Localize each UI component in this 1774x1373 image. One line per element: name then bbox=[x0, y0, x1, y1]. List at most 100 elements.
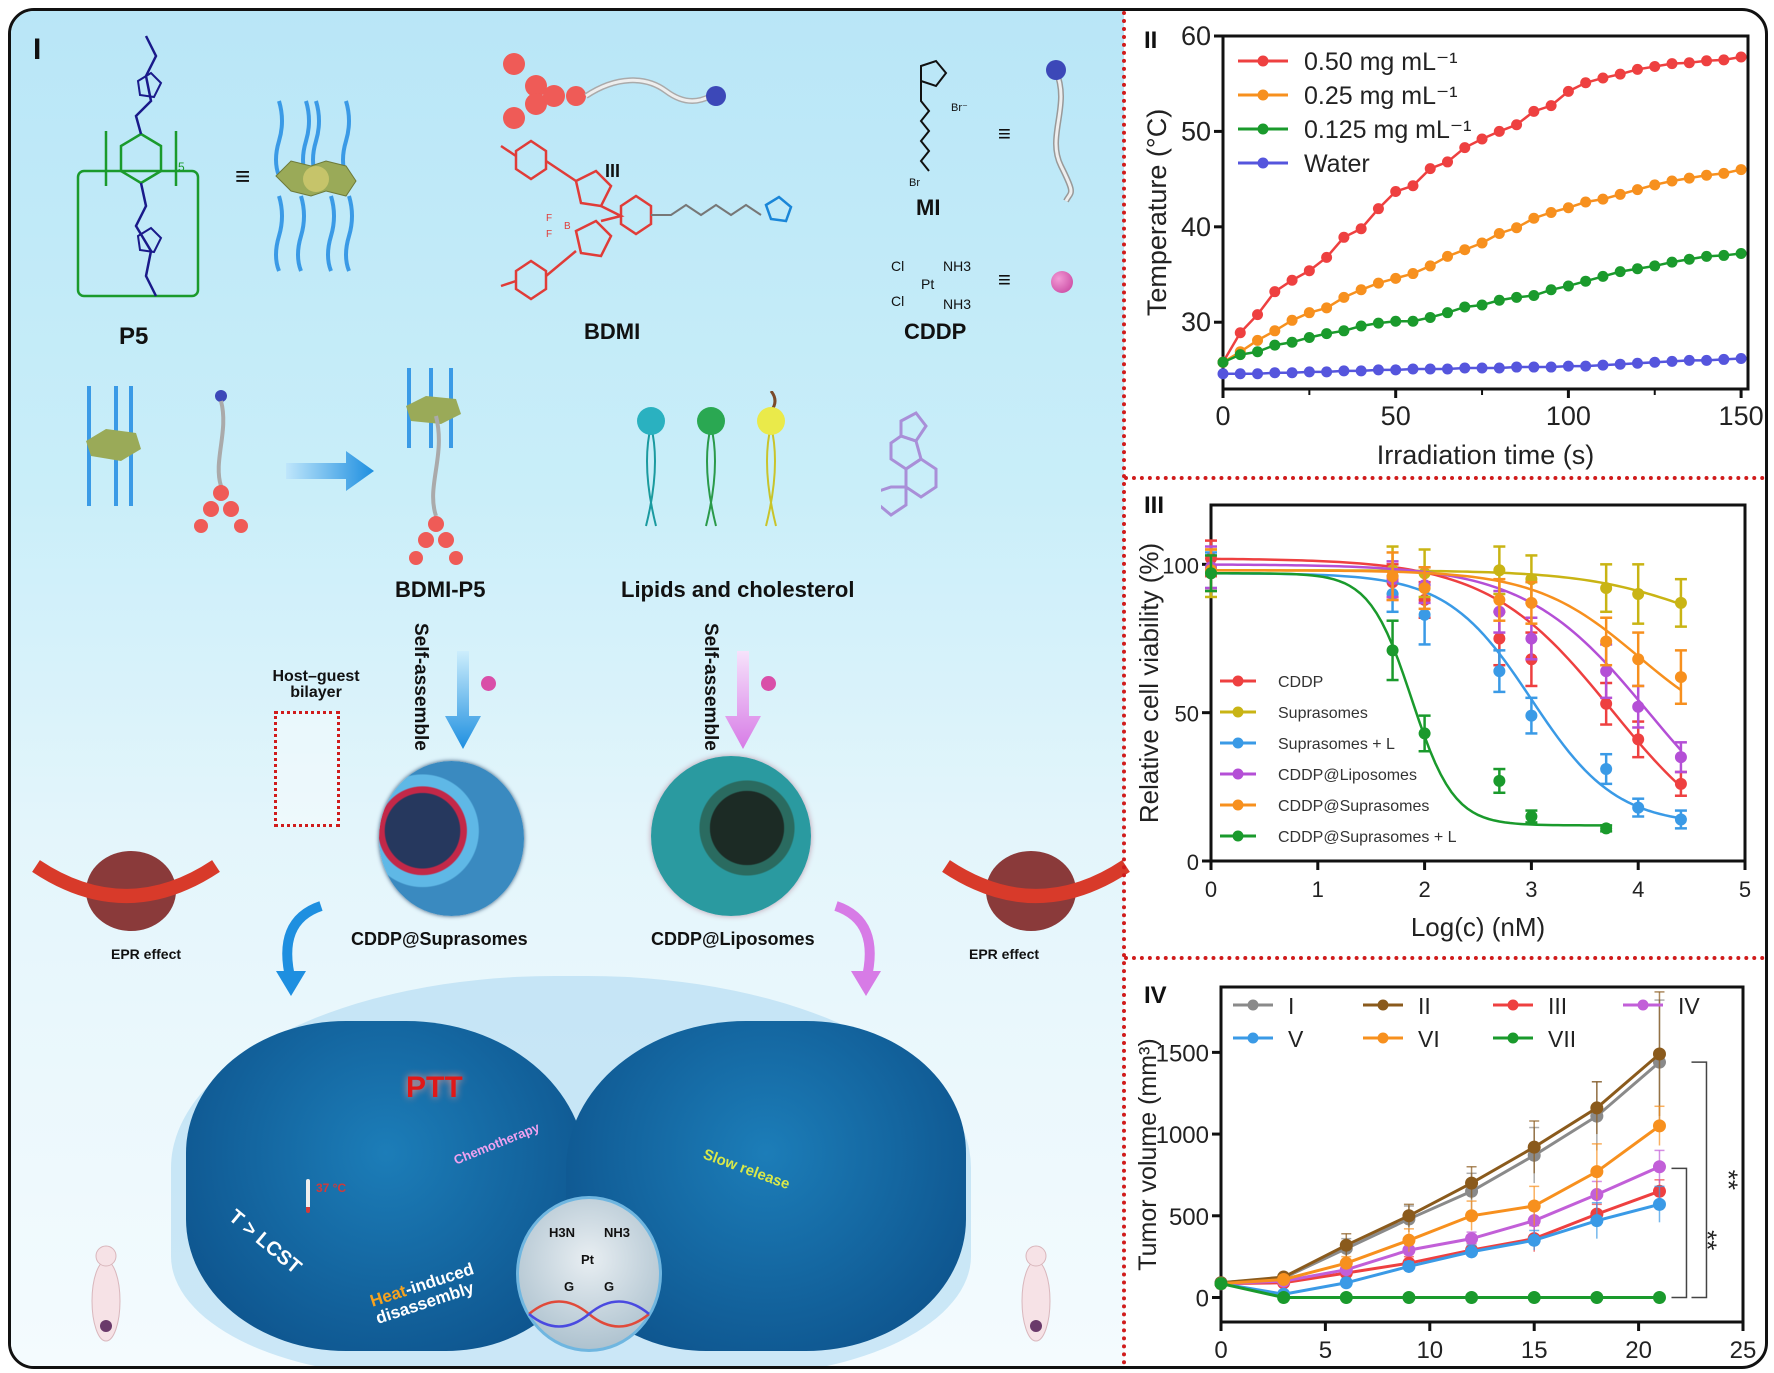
data-point bbox=[1493, 774, 1506, 787]
data-point bbox=[1735, 248, 1747, 260]
data-point bbox=[1590, 1290, 1604, 1304]
legend-label: III bbox=[1548, 993, 1567, 1019]
data-point bbox=[1600, 822, 1613, 835]
data-point bbox=[1372, 364, 1384, 376]
legend-label: IV bbox=[1678, 993, 1700, 1019]
x-tick-label: 5 bbox=[1319, 1337, 1332, 1364]
svg-text:Br: Br bbox=[909, 177, 920, 189]
cddp-dot-icon bbox=[761, 676, 776, 691]
data-point bbox=[1321, 251, 1333, 263]
data-point bbox=[1614, 266, 1626, 278]
panel-label-i: I bbox=[33, 33, 42, 66]
legend-label: CDDP@Liposomes bbox=[1278, 767, 1417, 784]
data-point bbox=[1683, 253, 1695, 265]
svg-text:NH3: NH3 bbox=[943, 296, 971, 312]
mi-cartoon bbox=[1046, 60, 1074, 203]
panel-divider-ii-iii bbox=[1124, 476, 1765, 480]
data-point bbox=[1277, 1290, 1291, 1304]
data-point bbox=[1459, 244, 1471, 256]
data-point bbox=[1386, 570, 1399, 583]
data-point bbox=[1493, 362, 1505, 374]
y-tick-label: 50 bbox=[1181, 116, 1211, 146]
y-tick-label: 0 bbox=[1187, 850, 1199, 875]
x-tick-label: 2 bbox=[1418, 877, 1430, 902]
data-point bbox=[1666, 256, 1678, 268]
data-point bbox=[1372, 317, 1384, 329]
panel-label-ii: II bbox=[1144, 27, 1158, 54]
data-point bbox=[1597, 270, 1609, 282]
data-point bbox=[1597, 193, 1609, 205]
data-point bbox=[1649, 179, 1661, 191]
bdmi-cartoon bbox=[503, 53, 726, 129]
data-point bbox=[1597, 72, 1609, 84]
data-point bbox=[1372, 277, 1384, 289]
cddp-dot-icon bbox=[481, 676, 496, 691]
data-point bbox=[1407, 180, 1419, 192]
significance-label-inner: ** bbox=[1692, 1230, 1722, 1250]
data-point bbox=[1652, 1119, 1666, 1133]
series-line bbox=[1220, 1124, 1661, 1286]
data-point bbox=[1303, 265, 1315, 277]
self-assemble-left-label: Self-assemble bbox=[410, 623, 431, 751]
legend-label: 0.50 mg mL⁻¹ bbox=[1304, 48, 1458, 76]
data-point bbox=[1338, 365, 1350, 377]
data-point bbox=[1674, 751, 1687, 764]
data-point bbox=[1493, 564, 1506, 577]
data-point bbox=[1649, 356, 1661, 368]
data-point bbox=[1666, 175, 1678, 187]
data-point bbox=[1277, 1273, 1291, 1287]
data-point bbox=[1600, 763, 1613, 776]
data-point bbox=[1652, 1197, 1666, 1211]
data-point bbox=[1562, 280, 1574, 292]
data-point bbox=[1424, 260, 1436, 272]
svg-text:F: F bbox=[546, 213, 552, 224]
data-point bbox=[1390, 272, 1402, 284]
data-point bbox=[1600, 582, 1613, 595]
epr-tumor-right-icon bbox=[942, 851, 1130, 931]
legend-label: VI bbox=[1418, 1026, 1440, 1052]
data-point bbox=[1338, 291, 1350, 303]
data-point bbox=[1525, 810, 1538, 823]
legend-marker bbox=[1247, 999, 1259, 1011]
data-point bbox=[1407, 268, 1419, 280]
x-tick-label: 15 bbox=[1521, 1337, 1548, 1364]
fit-curve bbox=[1210, 572, 1607, 827]
data-point bbox=[1631, 263, 1643, 275]
data-point bbox=[1286, 336, 1298, 348]
data-point bbox=[1525, 709, 1538, 722]
data-point bbox=[1424, 163, 1436, 175]
data-point bbox=[1701, 55, 1713, 67]
bdmi-p5-complex bbox=[406, 368, 463, 565]
data-point bbox=[1631, 184, 1643, 196]
epr-tumor-left-icon bbox=[32, 851, 220, 931]
cddp-suprasomes-label: CDDP@Suprasomes bbox=[351, 929, 528, 949]
data-point bbox=[1631, 63, 1643, 75]
data-point bbox=[1493, 665, 1506, 678]
data-point bbox=[1683, 354, 1695, 366]
y-tick-label: 1500 bbox=[1156, 1040, 1209, 1067]
cddp-dot-icon bbox=[1051, 271, 1073, 293]
data-point bbox=[1424, 363, 1436, 375]
significance-label-outer: ** bbox=[1713, 1170, 1743, 1190]
data-point bbox=[1701, 169, 1713, 181]
x-tick-label: 100 bbox=[1546, 401, 1591, 431]
mouse-left-icon bbox=[91, 1245, 121, 1342]
equivalence-symbol: ≡ bbox=[235, 161, 251, 191]
data-point bbox=[1252, 346, 1264, 358]
legend-marker bbox=[1377, 1032, 1389, 1044]
data-point bbox=[1390, 364, 1402, 376]
legend-marker bbox=[1257, 89, 1269, 101]
series-line bbox=[1220, 1282, 1660, 1299]
data-point bbox=[1402, 1259, 1416, 1273]
data-point bbox=[1545, 361, 1557, 373]
y-tick-label: 60 bbox=[1181, 21, 1211, 51]
data-point bbox=[1269, 325, 1281, 337]
legend-marker bbox=[1232, 675, 1244, 687]
y-tick-label: 30 bbox=[1181, 307, 1211, 337]
legend-label: I bbox=[1288, 993, 1294, 1019]
data-point bbox=[1476, 299, 1488, 311]
data-point bbox=[1418, 608, 1431, 621]
svg-text:H3N: H3N bbox=[549, 1225, 575, 1240]
x-tick-label: 10 bbox=[1416, 1337, 1443, 1364]
svg-text:B: B bbox=[564, 221, 571, 232]
